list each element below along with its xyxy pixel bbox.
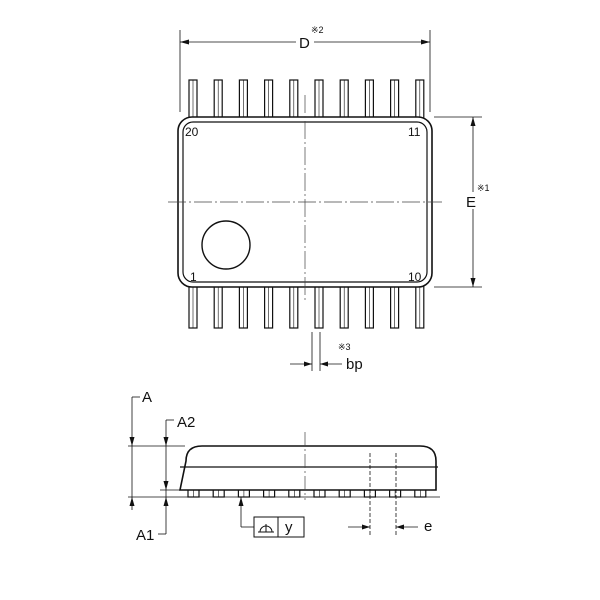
dimension-a1-label: A1 <box>136 527 154 544</box>
dimension-a-label: A <box>142 389 152 406</box>
dimension-bp-note: ※3 <box>338 342 351 352</box>
dimension-e-label: E <box>466 194 476 211</box>
dimension-a1: A1 <box>136 490 169 544</box>
pin-label-10: 10 <box>408 270 422 284</box>
dimension-d-note: ※2 <box>311 25 324 35</box>
flatness-frame <box>253 516 305 538</box>
top-view: 20 11 1 10 D ※2 E ※1 <box>168 25 490 373</box>
dimension-d: D ※2 <box>179 25 431 112</box>
flatness-callout: y <box>238 497 305 538</box>
dimension-d-label: D <box>299 35 310 52</box>
dimension-bp: bp ※3 <box>290 332 363 373</box>
dimension-e-pitch-label: e <box>424 518 432 535</box>
pin1-marker-circle <box>201 220 251 270</box>
flatness-value: y <box>285 519 293 536</box>
pin-label-20: 20 <box>185 125 199 139</box>
pin-label-11: 11 <box>408 125 421 139</box>
dimension-bp-label: bp <box>346 356 363 373</box>
dimension-e-note: ※1 <box>477 183 490 193</box>
bottom-leads <box>188 281 425 329</box>
dimension-a2-label: A2 <box>177 414 195 431</box>
side-view: A A2 A1 y <box>128 389 440 544</box>
dimension-e-pitch: e <box>348 453 432 535</box>
dimension-a: A <box>128 389 185 510</box>
side-body-outline <box>179 445 437 491</box>
dimension-e: E ※1 <box>434 116 490 288</box>
dimension-a2: A2 <box>160 414 195 491</box>
flatness-icon <box>258 524 274 533</box>
top-leads <box>188 79 425 123</box>
pin-label-1: 1 <box>190 270 197 284</box>
